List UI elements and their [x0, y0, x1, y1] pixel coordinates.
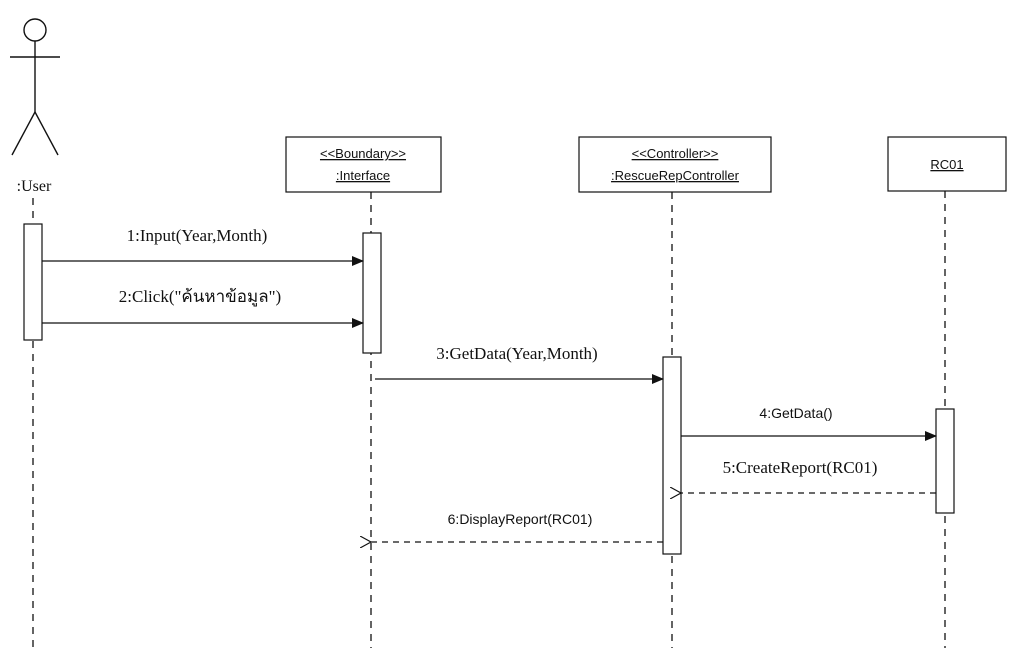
object-controller-name: :RescueRepController — [611, 168, 740, 183]
message-2-label: 2:Click("ค้นหาข้อมูล") — [119, 287, 281, 307]
message-6-label: 6:DisplayReport(RC01) — [448, 511, 593, 527]
object-rc01-box: RC01 — [887, 136, 1007, 192]
actor-user-label: :User — [17, 178, 52, 195]
message-4-label: 4:GetData() — [759, 405, 832, 421]
object-controller-stereotype: <<Controller>> — [632, 146, 719, 161]
activation-user — [23, 223, 43, 341]
activation-interface — [362, 232, 382, 354]
message-3-label: 3:GetData(Year,Month) — [436, 344, 597, 363]
activation-controller — [662, 356, 682, 555]
message-5-label: 5:CreateReport(RC01) — [723, 458, 878, 477]
actor-user-icon — [10, 18, 60, 156]
message-1-label: 1:Input(Year,Month) — [127, 226, 268, 245]
object-interface-stereotype: <<Boundary>> — [320, 146, 406, 161]
object-controller-box: <<Controller>> :RescueRepController — [578, 136, 772, 193]
object-interface-box: <<Boundary>> :Interface — [285, 136, 442, 193]
object-rc01-name: RC01 — [930, 157, 963, 172]
activation-rc01 — [935, 408, 955, 514]
object-interface-name: :Interface — [336, 168, 390, 183]
